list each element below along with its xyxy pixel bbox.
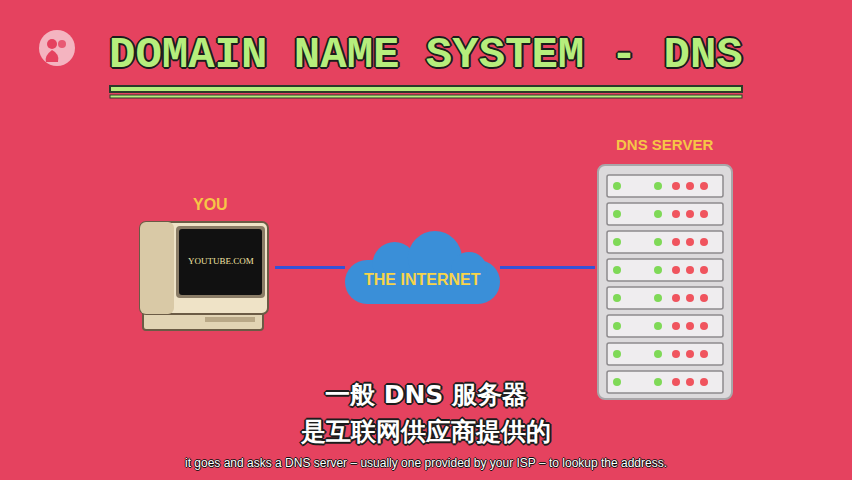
link-line — [275, 266, 345, 269]
network-link — [275, 267, 345, 268]
node-label: DNS SERVER — [616, 136, 713, 153]
cloud-node: THE INTERNET — [345, 230, 500, 305]
cloud-shape — [345, 231, 500, 304]
computer-node: YOU YOUTUBE.COM — [135, 192, 275, 337]
title-underline — [110, 86, 742, 98]
server-node: DNS SERVER — [595, 130, 735, 402]
title: DOMAIN NAME SYSTEM - DNS — [109, 30, 743, 80]
server-art — [595, 130, 735, 402]
screen-text: YOUTUBE.COM — [188, 256, 254, 266]
subtitle-chinese: 一般 DNS 服务器 是互联网供应商提供的 — [266, 376, 586, 450]
subtitle-english: it goes and asks a DNS server – usually … — [185, 456, 667, 470]
node-label: YOU — [193, 196, 228, 214]
network-link — [500, 267, 595, 268]
node-label: THE INTERNET — [364, 271, 480, 289]
cloud-art — [345, 230, 500, 305]
pbs-logo — [39, 30, 75, 66]
link-line — [500, 266, 595, 269]
